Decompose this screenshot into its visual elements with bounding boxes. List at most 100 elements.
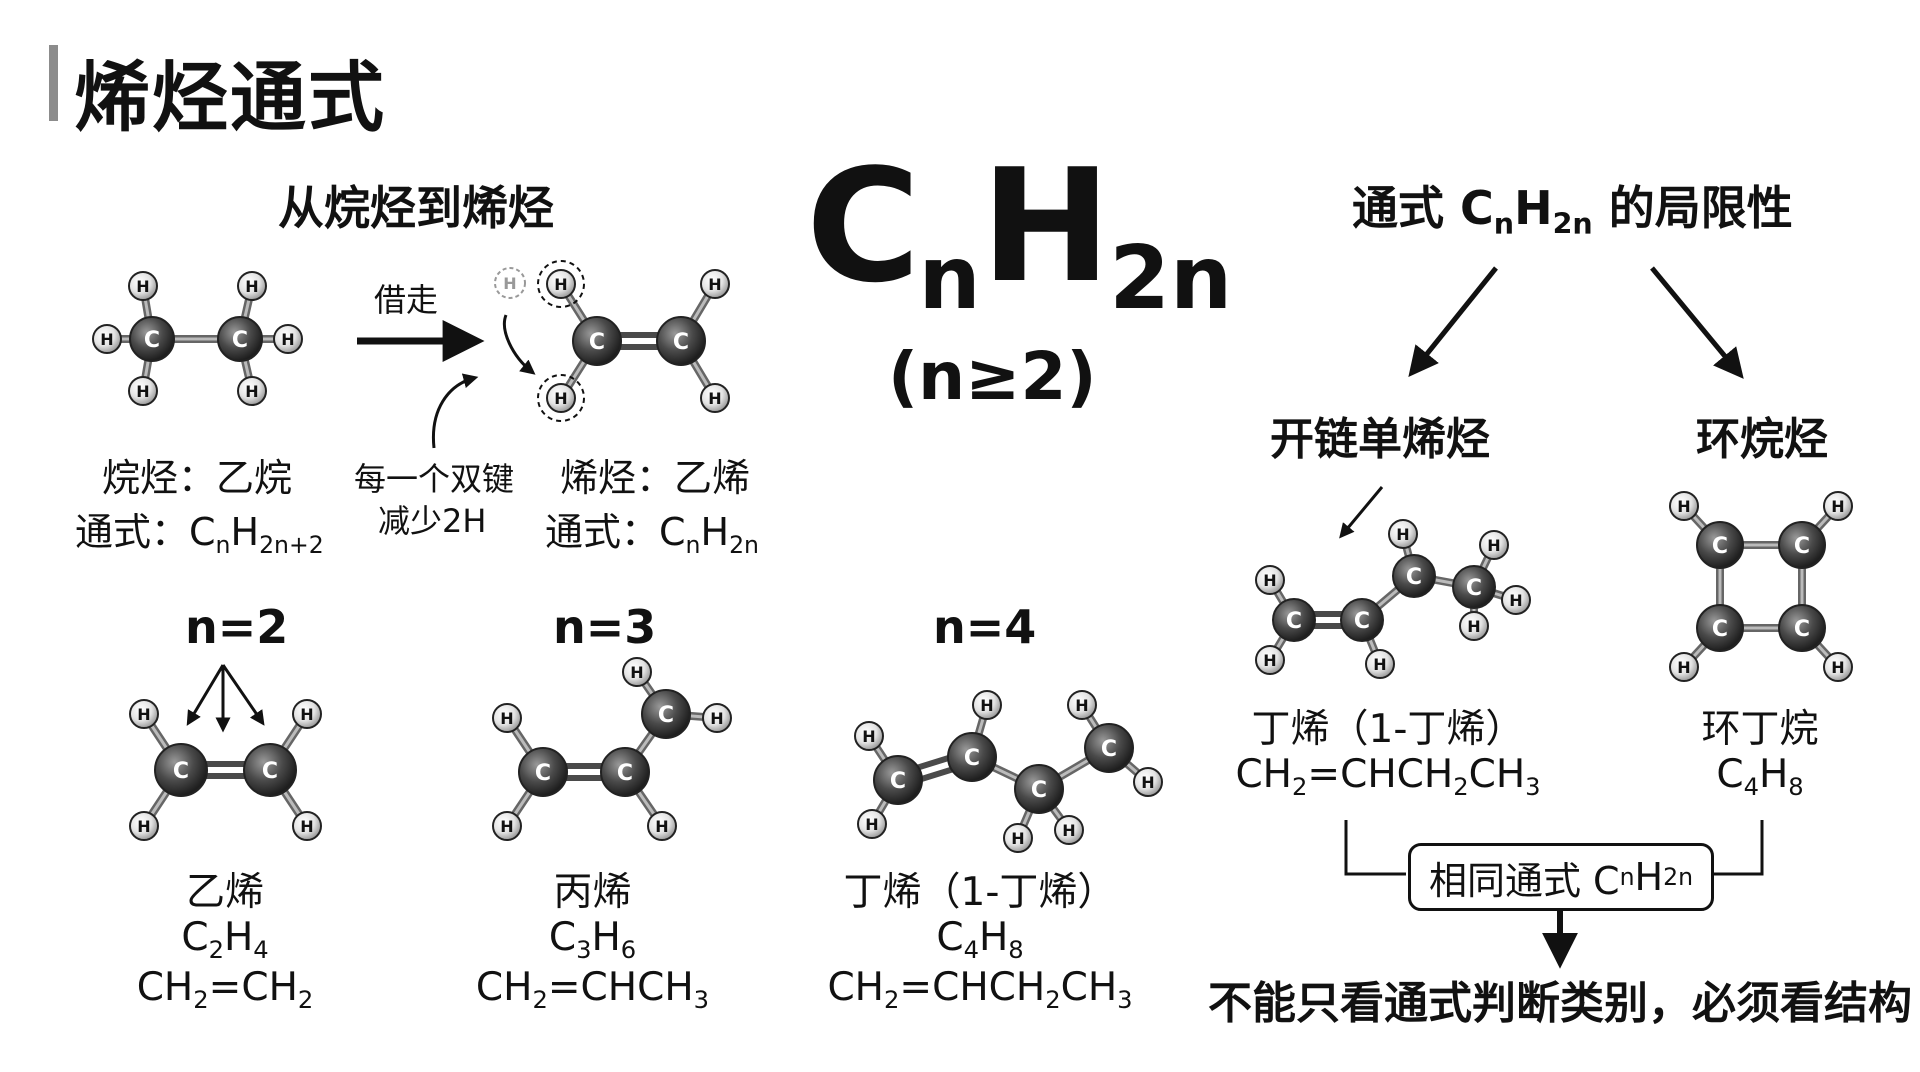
hydrogen-atom — [1054, 815, 1084, 845]
note-double-bond-line2: 减少2H — [378, 502, 487, 540]
hydrogen-label: H — [554, 389, 567, 408]
hydrogen-atom — [129, 699, 159, 729]
hydrogen-atom — [1669, 491, 1699, 521]
arrow-n2-right — [221, 664, 265, 726]
carbon-atom — [1340, 598, 1384, 642]
carbon-atom — [1014, 764, 1064, 814]
example-molecular-formula: C4H8 — [936, 915, 1024, 965]
hydrogen-removed-marker — [537, 260, 585, 308]
arrows — [186, 266, 1764, 969]
right-butene-caption: 丁烯（1-丁烯） CH2=CHCH2CH3 — [1228, 707, 1548, 802]
carbon-atom — [1696, 521, 1744, 569]
hydrogen-label: H — [1677, 658, 1690, 677]
conclusion-text: 不能只看通式判断类别，必须看结构 — [1208, 978, 1912, 1029]
carbon-label: C — [535, 761, 551, 786]
title-accent-bar — [49, 45, 58, 121]
hydrogen-label: H — [136, 277, 149, 296]
hydrogen-atom — [492, 703, 522, 733]
hydrogen-atom — [292, 699, 322, 729]
carbon-label: C — [1286, 609, 1302, 634]
hydrogen-label: H — [1062, 821, 1075, 840]
carbon-label: C — [1794, 534, 1810, 559]
example-name: 丙烯 — [553, 870, 632, 915]
hydrogen-label: H — [100, 330, 113, 349]
borrowed-hydrogen-label: H — [503, 274, 516, 293]
arrow-to-open-chain — [1408, 266, 1498, 378]
carbon-atom — [600, 747, 650, 797]
carbon-label: C — [589, 330, 605, 355]
hydrogen-atom — [1003, 823, 1033, 853]
hydrogen-atom — [972, 690, 1002, 720]
carbon-atom — [129, 316, 175, 362]
hydrogen-label: H — [1467, 617, 1480, 636]
hydrogen-atom — [1255, 565, 1285, 595]
alkene-caption: 烯烃：乙烯 — [560, 456, 751, 500]
hydrogen-label: H — [630, 663, 643, 682]
hydrogen-atom — [546, 269, 576, 299]
hydrogen-atom — [622, 657, 652, 687]
hydrogen-atom — [128, 376, 158, 406]
hydrogen-label: H — [137, 817, 150, 836]
hydrogen-label: H — [1831, 658, 1844, 677]
general-formula-large: CnH2n — [806, 135, 1233, 329]
carbon-atom — [1778, 604, 1826, 652]
hydrogen-atom — [546, 383, 576, 413]
hydrogen-atom — [273, 324, 303, 354]
example-ethene-caption: 乙烯 C2H4 CH2=CH2 — [125, 870, 325, 1014]
hydrogen-label: H — [137, 705, 150, 724]
carbon-label: C — [1406, 565, 1422, 590]
alkene-general-formula: 通式：CnH2n — [545, 510, 759, 559]
bracket-left — [1344, 820, 1406, 876]
hydrogen-label: H — [245, 382, 258, 401]
carbon-label: C — [1354, 609, 1370, 634]
hydrogen-label: H — [1263, 651, 1276, 670]
hydrogen-label: H — [1263, 571, 1276, 590]
hydrogen-label: H — [1075, 696, 1088, 715]
hydrogen-atom — [129, 811, 159, 841]
cyclobutane-formula: C4H8 — [1716, 752, 1804, 802]
hydrogen-label: H — [710, 709, 723, 728]
hydrogen-atom — [1501, 585, 1531, 615]
carbon-atom — [1778, 521, 1826, 569]
example-structural-formula: CH2=CH2 — [136, 964, 314, 1014]
carbon-atom — [1084, 723, 1134, 773]
hydrogen-atom — [292, 811, 322, 841]
hydrogen-label: H — [281, 330, 294, 349]
hydrogen-removed-marker — [537, 374, 585, 422]
hydrogen-atom — [128, 271, 158, 301]
example-butene-caption: 丁烯（1-丁烯） C4H8 CH2=CHCH2CH3 — [800, 870, 1160, 1014]
hydrogen-label: H — [1487, 536, 1500, 555]
carbon-label: C — [1101, 737, 1117, 762]
carbon-label: C — [658, 703, 674, 728]
carbon-atom — [243, 743, 297, 797]
carbon-atom — [572, 316, 622, 366]
example-molecular-formula: C2H4 — [181, 915, 269, 965]
cyclobutane-name: 环丁烷 — [1701, 707, 1819, 752]
hydrogen-label: H — [136, 382, 149, 401]
hydrogen-label: H — [1396, 525, 1409, 544]
arrow-to-cycloalkane — [1650, 266, 1744, 379]
carbon-atom — [1272, 598, 1316, 642]
carbon-atom — [1392, 554, 1436, 598]
cyclobutane-caption: 环丁烷 C4H8 — [1660, 707, 1860, 802]
hydrogen-label: H — [1011, 829, 1024, 848]
example-propene-caption: 丙烯 C3H6 CH2=CHCH3 — [450, 870, 735, 1014]
hydrogen-label: H — [865, 815, 878, 834]
carbon-label: C — [1712, 534, 1728, 559]
hydrogen-atom — [857, 809, 887, 839]
example-structural-formula: CH2=CHCH2CH3 — [827, 964, 1133, 1014]
carbon-label: C — [964, 746, 980, 771]
carbon-atom — [656, 316, 706, 366]
example-name: 乙烯 — [185, 870, 264, 915]
hydrogen-label: H — [500, 817, 513, 836]
formula-condition: (n≥2) — [888, 338, 1097, 415]
carbon-atom — [641, 689, 691, 739]
arrow-n2-left — [186, 664, 225, 726]
arrow-note-pointer — [431, 373, 479, 449]
n-label-2: n=2 — [185, 600, 289, 654]
